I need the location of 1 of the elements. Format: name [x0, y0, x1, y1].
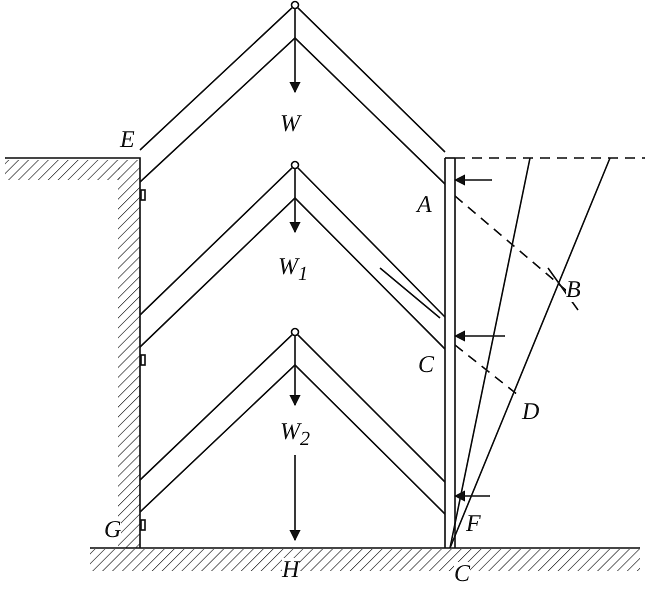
point-label: B — [566, 278, 581, 302]
